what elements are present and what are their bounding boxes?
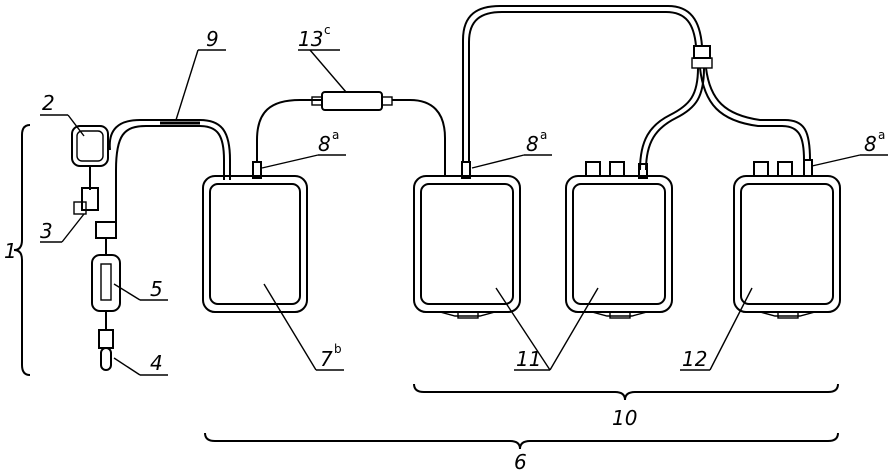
transfer-bag-11 [565, 161, 673, 319]
leader-lines [40, 49, 888, 376]
label-5: 5 [150, 277, 163, 301]
bracket-1 [13, 124, 31, 376]
label-8a-middle-sup: a [540, 128, 547, 142]
label-7-sup: b [334, 342, 342, 356]
label-11: 11 [516, 347, 541, 371]
bracket-10 [413, 383, 839, 401]
needle [98, 329, 114, 349]
label-8a-left: 8 [318, 132, 331, 156]
label-1: 1 [4, 239, 17, 263]
label-8a-middle: 8 [526, 132, 539, 156]
label-13: 13 [298, 27, 323, 51]
label-13-sup: c [324, 23, 331, 37]
label-12: 12 [682, 347, 707, 371]
label-10: 10 [612, 406, 637, 430]
leukocyte-filter [311, 91, 446, 176]
label-8a-left-sup: a [332, 128, 339, 142]
label-7: 7 [320, 347, 333, 371]
clamp [81, 187, 99, 211]
label-2: 2 [42, 91, 55, 115]
label-9: 9 [206, 27, 219, 51]
transfer-bag-a [413, 5, 703, 319]
primary-bag [202, 99, 322, 313]
label-8a-right-sup: a [878, 128, 885, 142]
label-3: 3 [40, 219, 53, 243]
label-8a-right: 8 [864, 132, 877, 156]
collection-set [13, 119, 231, 376]
label-4: 4 [150, 351, 163, 375]
y-connector [639, 45, 811, 171]
label-6: 6 [514, 450, 527, 473]
transfer-bag-12 [733, 159, 841, 319]
bracket-6 [204, 432, 839, 450]
